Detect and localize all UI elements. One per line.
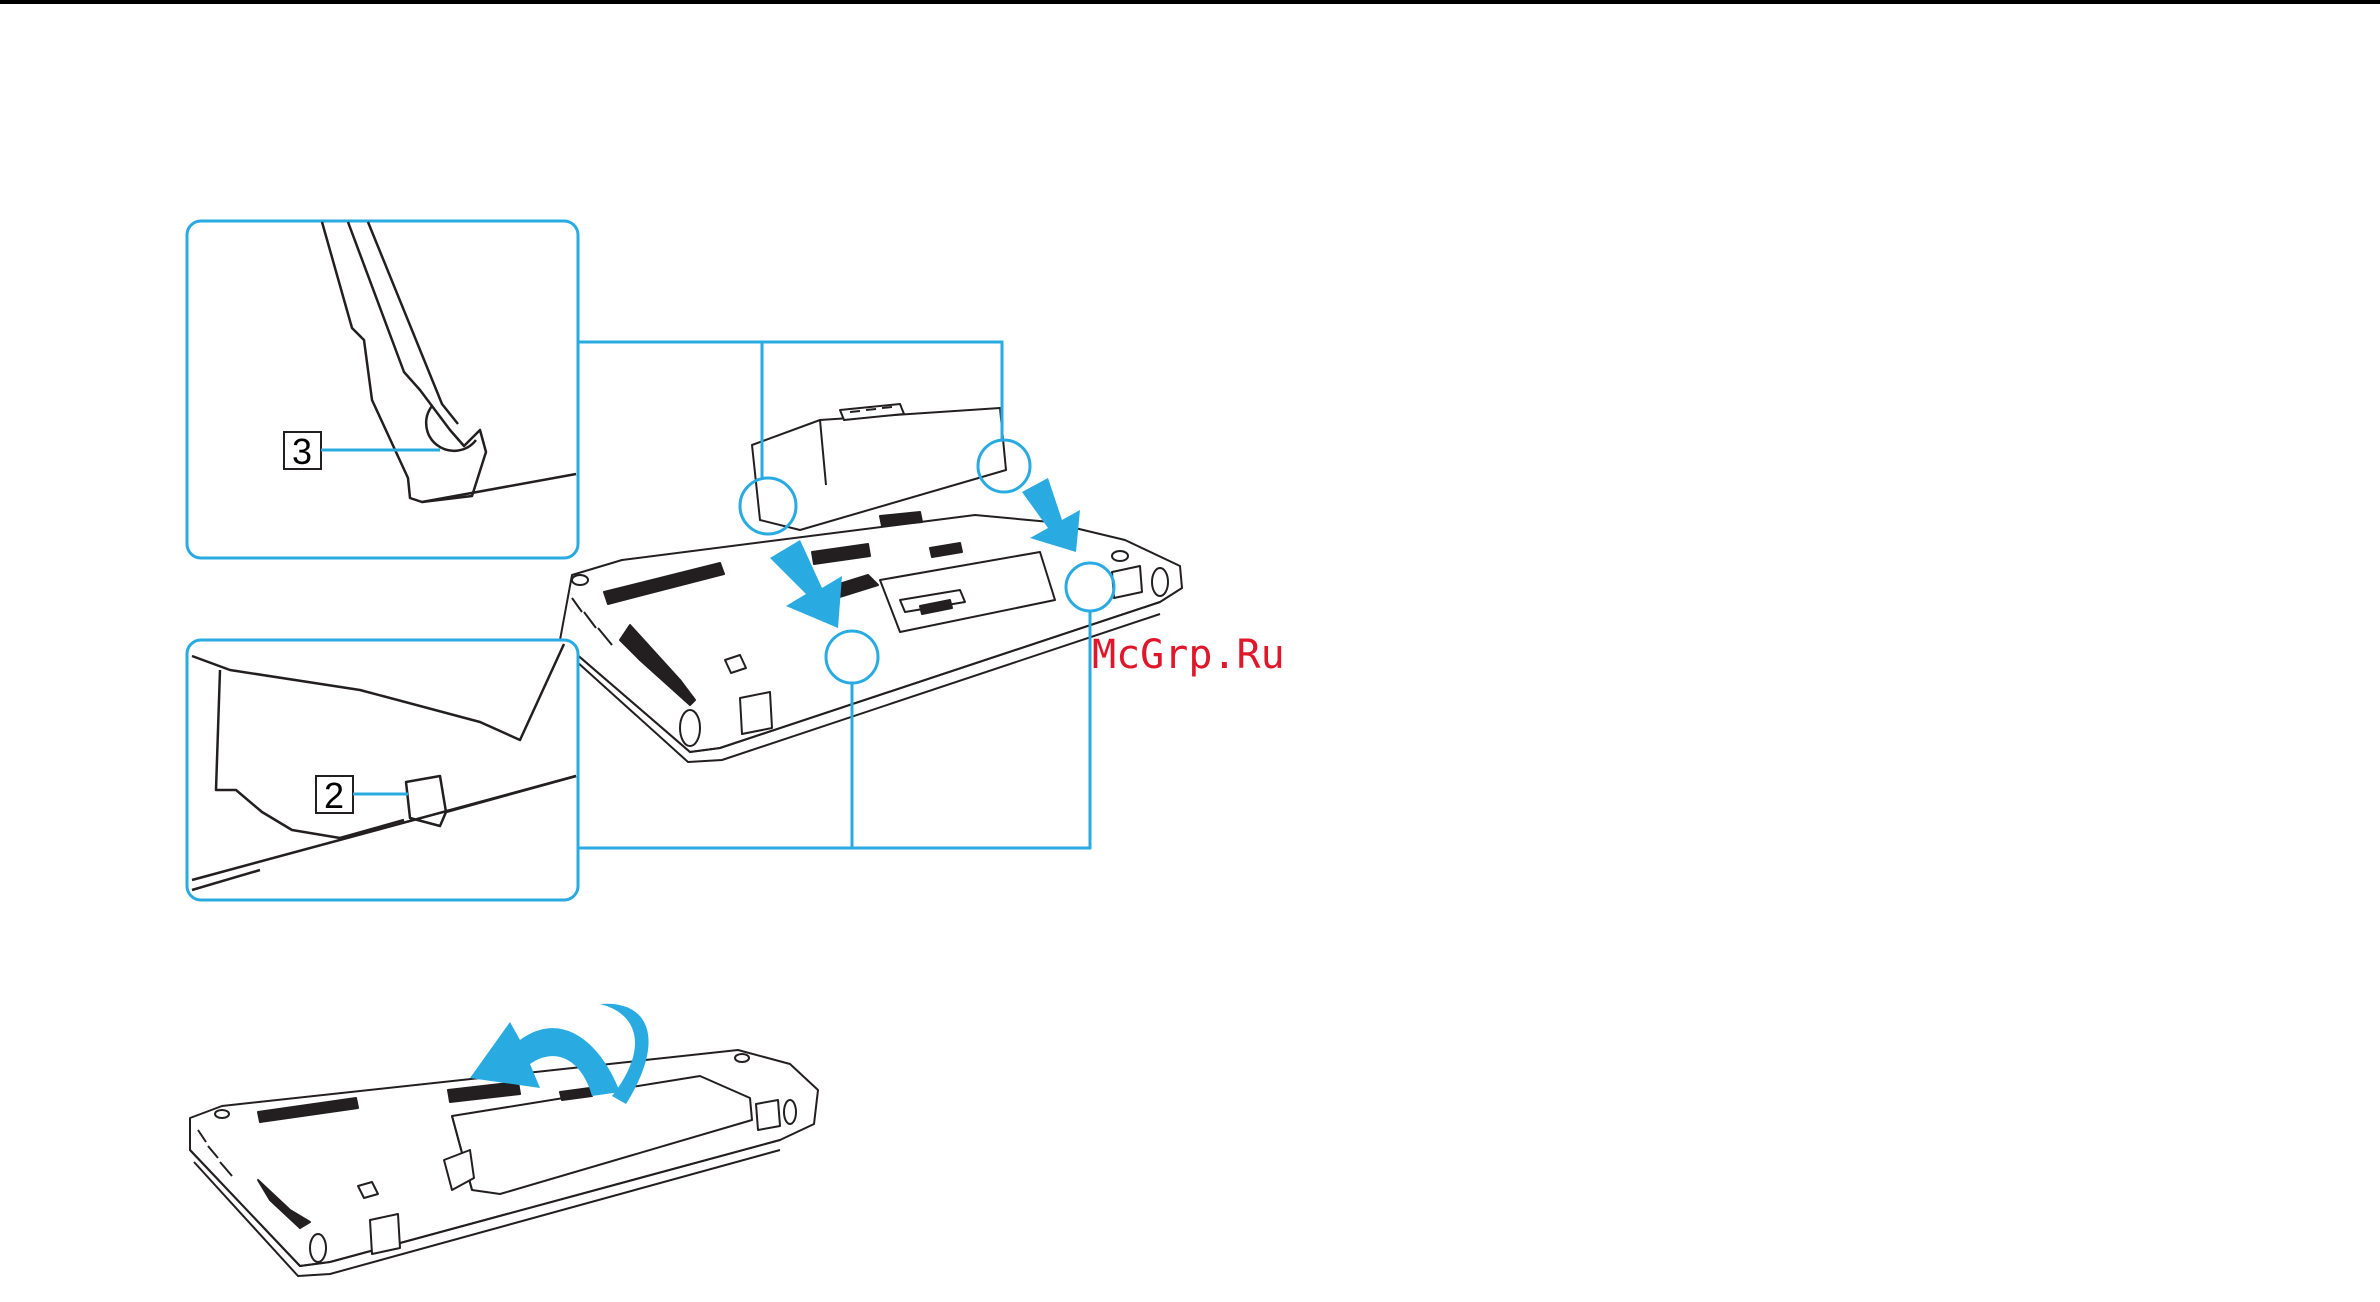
- callout-label-2: 2: [324, 775, 344, 816]
- watermark-text: McGrp.Ru: [1092, 632, 1285, 678]
- callout-label-3: 3: [292, 431, 312, 472]
- detail-box-tab: 2: [187, 640, 578, 900]
- detail-box-latch: 3: [187, 221, 578, 558]
- battery-pack-top: [752, 404, 1006, 530]
- laptop-underside-bottom: [190, 1050, 818, 1276]
